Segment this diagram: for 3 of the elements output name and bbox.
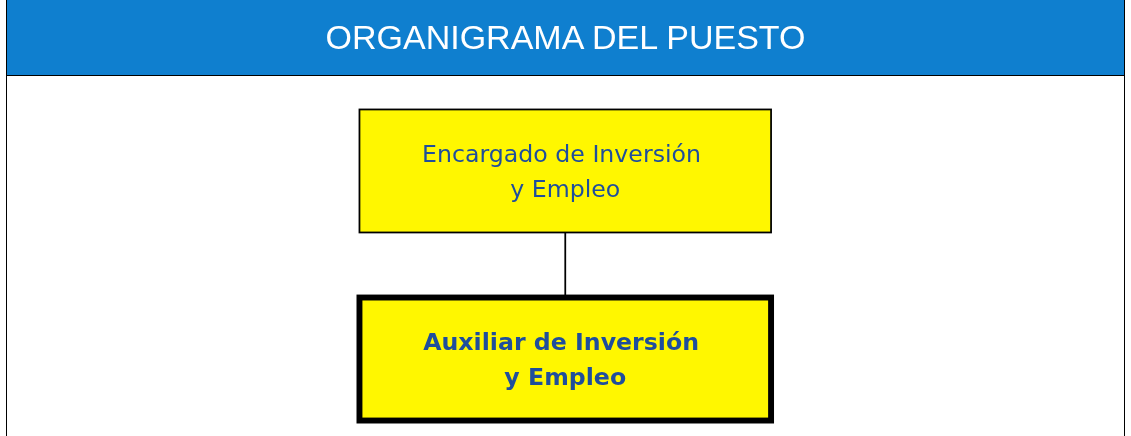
node-box: Encargado de Inversión y Empleo	[358, 108, 773, 234]
node-box: Auxiliar de Inversión y Empleo	[356, 294, 775, 424]
title: ORGANIGRAMA DEL PUESTO	[7, 0, 1124, 76]
